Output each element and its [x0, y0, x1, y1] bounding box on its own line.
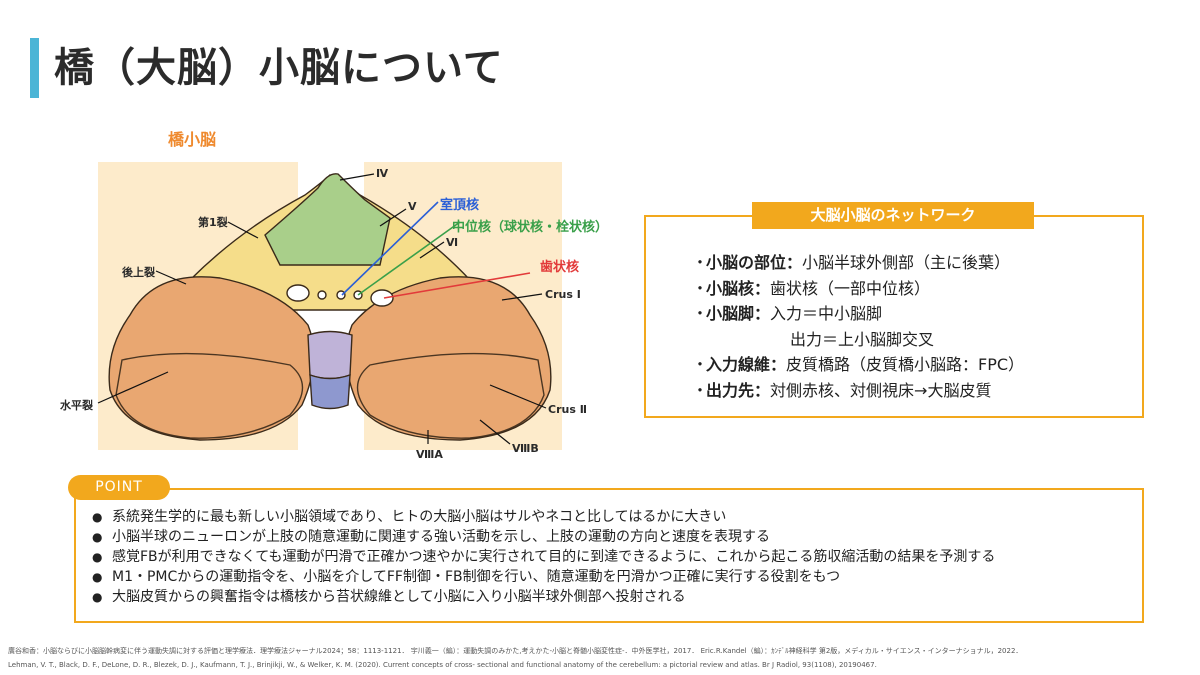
vi-pointer — [419, 241, 445, 259]
network-item-bullet: ・ — [692, 253, 709, 272]
dentate-nucleus-left — [286, 284, 310, 302]
network-item-sep: ： — [754, 380, 771, 400]
iv-pointer — [339, 173, 375, 181]
page-title: 橋（大脳）小脳について — [54, 45, 504, 91]
crus1-pointer — [501, 293, 543, 301]
label-crus2: Crus Ⅱ — [548, 403, 587, 416]
figure-heading: 橋小脳 — [168, 130, 217, 149]
bullet-icon: ● — [92, 570, 103, 584]
network-box — [644, 215, 1144, 418]
network-item-value: 小脳半球外側部（主に後葉） — [802, 253, 1011, 272]
interposed-nucleus-left — [317, 290, 327, 300]
label-viiib: ⅧB — [512, 442, 539, 455]
network-item-key: 小脳の部位 — [706, 253, 787, 272]
network-item: ・小脳脚：入力＝中小脳脚 — [692, 301, 1132, 327]
title-accent-bar — [30, 38, 39, 98]
network-item-value: 対側赤核、対側視床→大脳皮質 — [770, 380, 992, 400]
right-lower-lobe — [356, 352, 545, 439]
bullet-icon: ● — [92, 530, 103, 544]
reference-line: Lehman, V. T., Black, D. F., DeLone, D. … — [8, 661, 877, 669]
cerebellum-diagram: Ⅳ Ⅴ Ⅵ 第1裂 後上裂 水平裂 Crus Ⅰ Crus Ⅱ ⅧA ⅧB 室頂… — [40, 150, 630, 475]
label-crus1: Crus Ⅰ — [545, 288, 581, 301]
label-iv: Ⅳ — [376, 167, 389, 180]
label-vi: Ⅵ — [446, 236, 459, 249]
brainstem — [307, 330, 353, 380]
point-list: ● 系統発生学的に最も新しい小脳領域であり、ヒトの大脳小脳はサルやネコと比してはる… — [92, 507, 1137, 607]
label-post-sup-fissure: 後上裂 — [122, 266, 155, 279]
fissure1-pointer — [227, 221, 259, 239]
post-sup-fissure-pointer — [155, 270, 187, 285]
point-item-text: 大脳皮質からの興奮指令は橋核から苔状線維として小脳に入り小脳半球外側部へ投射され… — [112, 589, 686, 605]
point-item: ● 感覚FBが利用できなくても運動が円滑で正確かつ速やかに実行されて目的に到達でき… — [92, 547, 1137, 567]
network-item-bullet: ・ — [692, 278, 709, 298]
network-item-value: 歯状核（一部中位核） — [770, 278, 931, 298]
point-box — [74, 488, 1144, 623]
viiib-pointer — [479, 419, 511, 445]
bullet-icon: ● — [92, 590, 103, 604]
network-item-bullet: ・ — [692, 355, 709, 374]
horizontal-fissure-pointer — [97, 371, 169, 404]
point-item-text: 小脳半球のニューロンが上肢の随意運動に関連する強い活動を示し、上肢の運動の方向と… — [112, 529, 770, 545]
brainstem-lower — [309, 373, 351, 410]
v-pointer — [379, 208, 407, 227]
network-item-bullet: ・ — [692, 304, 709, 323]
point-item: ● 大脳皮質からの興奮指令は橋核から苔状線維として小脳に入り小脳半球外側部へ投射さ… — [92, 587, 1137, 607]
vermis-lobules — [264, 173, 391, 266]
label-dentate-nucleus: 歯状核 — [540, 260, 580, 275]
point-item: ● 系統発生学的に最も新しい小脳領域であり、ヒトの大脳小脳はサルやネコと比してはる… — [92, 507, 1137, 527]
cerebellum-illustration — [97, 162, 562, 450]
network-item-key: 出力先 — [706, 380, 755, 400]
point-item: ● M1・PMCからの運動指令を、小脳を介してFF制御・FB制御を行い、随意運動を… — [92, 567, 1137, 587]
label-v: Ⅴ — [408, 200, 417, 213]
network-item: ・小脳核：歯状核（一部中位核） — [692, 276, 1132, 302]
bullet-icon: ● — [92, 550, 103, 564]
point-item-text: M1・PMCからの運動指令を、小脳を介してFF制御・FB制御を行い、随意運動を円… — [112, 569, 841, 585]
point-item-text: 感覚FBが利用できなくても運動が円滑で正確かつ速やかに実行されて目的に到達できる… — [112, 549, 996, 565]
fastigial-pointer — [341, 201, 439, 296]
network-item-value: 入力＝中小脳脚 — [770, 304, 883, 323]
network-heading: 大脳小脳のネットワーク — [752, 202, 1034, 229]
label-fissure1: 第1裂 — [198, 216, 228, 229]
dentate-nucleus-right — [370, 289, 394, 307]
network-item: ・入力線維：皮質橋路（皮質橋小脳路：FPC） — [692, 352, 1132, 378]
label-fastigial-nucleus: 室頂核 — [440, 198, 480, 213]
bullet-icon: ● — [92, 510, 103, 524]
network-item-value: 皮質橋路（皮質橋小脳路：FPC） — [786, 355, 1025, 374]
network-item: ・小脳の部位：小脳半球外側部（主に後葉） — [692, 250, 1132, 276]
reference-line: 廣谷和香：小脳ならびに小脳脳幹病変に伴う運動失調に対する評価と理学療法．理学療法… — [8, 647, 1023, 655]
point-item-text: 系統発生学的に最も新しい小脳領域であり、ヒトの大脳小脳はサルやネコと比してはるか… — [112, 509, 727, 525]
network-item-sep: ： — [770, 355, 787, 374]
crus2-pointer — [489, 384, 547, 409]
network-list: ・小脳の部位：小脳半球外側部（主に後葉）・小脳核：歯状核（一部中位核）・小脳脚：… — [692, 250, 1132, 403]
label-horizontal-fissure: 水平裂 — [60, 399, 93, 412]
dentate-pointer — [383, 272, 531, 299]
interposed-pointer — [357, 221, 461, 296]
network-item-value: 出力＝上小脳脚交叉 — [790, 329, 935, 349]
point-tab: POINT — [68, 475, 170, 500]
network-item-key: 小脳核 — [706, 278, 755, 298]
network-item: ・出力先：対側赤核、対側視床→大脳皮質 — [692, 378, 1132, 404]
network-item-sep: ： — [754, 278, 771, 298]
references: 廣谷和香：小脳ならびに小脳脳幹病変に伴う運動失調に対する評価と理学療法．理学療法… — [8, 644, 1194, 672]
network-item-bullet: ・ — [692, 380, 709, 400]
network-item-sep: ： — [754, 304, 771, 323]
label-interposed-nucleus: 中位核（球状核・栓状核） — [452, 220, 609, 235]
network-item-key: 入力線維 — [706, 355, 771, 374]
point-item: ● 小脳半球のニューロンが上肢の随意運動に関連する強い活動を示し、上肢の運動の方向… — [92, 527, 1137, 547]
network-item-key: 小脳脚 — [706, 304, 755, 323]
network-item-sep: ： — [786, 253, 803, 272]
network-item: 出力＝上小脳脚交叉 — [692, 327, 1132, 353]
label-viiia: ⅧA — [416, 448, 443, 461]
network-item-bullet — [692, 327, 790, 353]
